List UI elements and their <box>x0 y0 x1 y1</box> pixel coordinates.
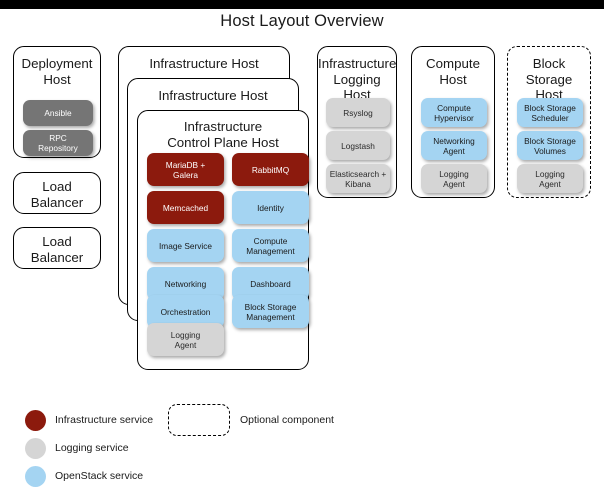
load-balancer-box-2[interactable]: Load Balancer <box>13 227 101 269</box>
deployment-host-title: Deployment Host <box>21 56 93 87</box>
service-memcached[interactable]: Memcached <box>147 191 224 224</box>
page-title: Host Layout Overview <box>220 12 384 30</box>
service-identity[interactable]: Identity <box>232 191 309 224</box>
service-networking[interactable]: Networking <box>147 267 224 300</box>
service-label: RPC Repository <box>38 133 78 153</box>
load-balancer-title: Load Balancer <box>30 179 84 210</box>
service-label: Logging Agent <box>439 168 469 189</box>
service-label: MariaDB + Galera <box>165 159 206 180</box>
service-label: Networking <box>164 278 207 289</box>
legend-label: Infrastructure service <box>55 414 154 426</box>
service-label: Logging Agent <box>170 329 201 350</box>
service-label: RabbitMQ <box>251 164 290 175</box>
service-block-storage-volumes[interactable]: Block Storage Volumes <box>517 131 583 160</box>
service-logging-agent[interactable]: Logging Agent <box>421 164 487 193</box>
load-balancer-title: Load Balancer <box>30 234 84 265</box>
service-logging-agent[interactable]: Logging Agent <box>517 164 583 193</box>
infrastructure-host-title: Infrastructure Host <box>149 56 259 71</box>
service-compute-hypervisor[interactable]: Compute Hypervisor <box>421 98 487 127</box>
service-label: Ansible <box>44 108 72 118</box>
service-label: Logstash <box>341 140 375 151</box>
control-plane-host-title: Infrastructure Control Plane Host <box>167 119 279 150</box>
service-rabbitmq[interactable]: RabbitMQ <box>232 153 309 186</box>
service-networking-agent[interactable]: Networking Agent <box>421 131 487 160</box>
infrastructure-control-plane-host-box[interactable]: Infrastructure Control Plane Host MariaD… <box>137 110 309 370</box>
legend-swatch-infrastructure-service <box>25 410 46 431</box>
legend-label: Logging service <box>55 442 129 454</box>
compute-host-title: Compute Host <box>426 56 480 87</box>
logging-host-title: Infrastructure Logging Host <box>318 56 397 102</box>
service-label: Networking Agent <box>433 135 475 156</box>
service-label: Rsyslog <box>343 107 373 118</box>
service-label: Elasticsearch + Kibana <box>329 168 387 189</box>
top-black-bar <box>0 0 604 9</box>
service-label: Image Service <box>158 240 213 251</box>
service-rpc-repository[interactable]: RPC Repository <box>23 130 93 156</box>
service-logging-agent[interactable]: Logging Agent <box>147 323 224 356</box>
service-compute-management[interactable]: Compute Management <box>232 229 309 262</box>
service-label: Orchestration <box>160 306 211 317</box>
service-label: Compute Management <box>246 235 295 256</box>
service-image-service[interactable]: Image Service <box>147 229 224 262</box>
legend-swatch-logging-service <box>25 438 46 459</box>
load-balancer-box-1[interactable]: Load Balancer <box>13 172 101 214</box>
service-elasticsearch-kibana[interactable]: Elasticsearch + Kibana <box>326 164 390 193</box>
infrastructure-logging-host-box[interactable]: Infrastructure Logging Host Rsyslog Logs… <box>317 46 397 198</box>
compute-host-box[interactable]: Compute Host Compute Hypervisor Networki… <box>411 46 495 198</box>
service-label: Compute Hypervisor <box>434 102 474 123</box>
service-logstash[interactable]: Logstash <box>326 131 390 160</box>
service-mariadb-galera[interactable]: MariaDB + Galera <box>147 153 224 186</box>
service-label: Memcached <box>162 202 209 213</box>
service-label: Block Storage Management <box>244 301 297 322</box>
service-label: Identity <box>257 202 284 213</box>
legend-swatch-openstack-service <box>25 466 46 487</box>
service-block-storage-management[interactable]: Block Storage Management <box>232 295 309 328</box>
legend-label: Optional component <box>240 414 334 426</box>
legend-swatch-optional-component <box>168 404 230 436</box>
service-label: Block Storage Scheduler <box>524 102 576 123</box>
service-label: Logging Agent <box>535 168 565 189</box>
service-label: Dashboard <box>250 278 291 289</box>
service-block-storage-scheduler[interactable]: Block Storage Scheduler <box>517 98 583 127</box>
legend-label: OpenStack service <box>55 470 144 482</box>
block-storage-host-box[interactable]: Block Storage Host Block Storage Schedul… <box>507 46 591 198</box>
service-orchestration[interactable]: Orchestration <box>147 295 224 328</box>
infrastructure-host-title: Infrastructure Host <box>158 88 268 103</box>
service-dashboard[interactable]: Dashboard <box>232 267 309 300</box>
block-storage-host-title: Block Storage Host <box>525 56 573 102</box>
service-rsyslog[interactable]: Rsyslog <box>326 98 390 127</box>
deployment-host-box[interactable]: Deployment Host Ansible RPC Repository <box>13 46 101 158</box>
service-label: Block Storage Volumes <box>524 135 576 156</box>
service-ansible[interactable]: Ansible <box>23 100 93 126</box>
